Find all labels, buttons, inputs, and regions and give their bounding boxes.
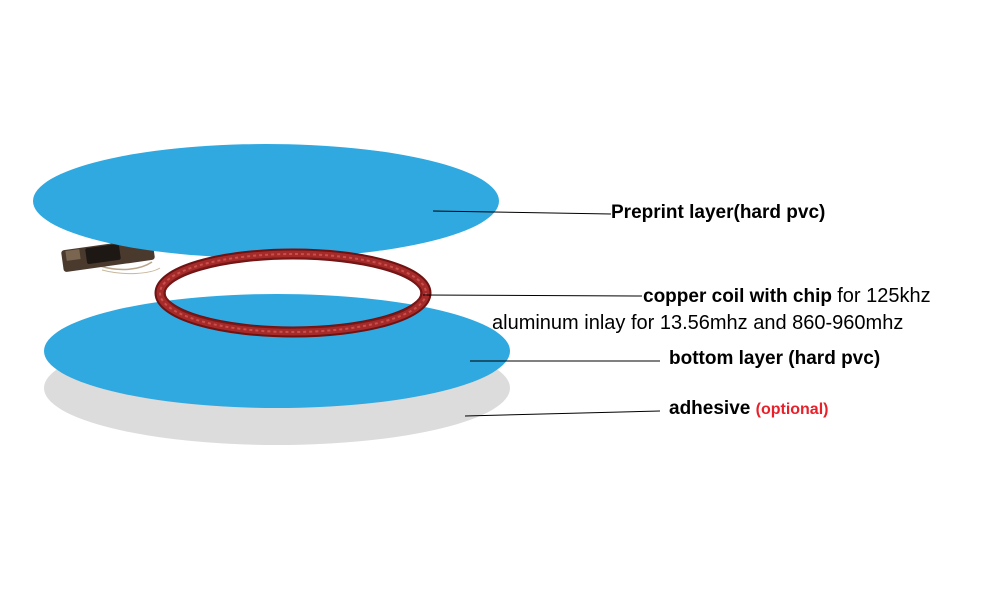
preprint-leader-line	[432, 210, 612, 215]
copper-coil-label: copper coil with chip for 125khz	[643, 286, 931, 306]
coil-leader-line	[422, 294, 643, 297]
adhesive-text: adhesive	[669, 398, 751, 419]
bottom-layer	[44, 294, 510, 408]
adhesive-label: adhesive (optional)	[669, 399, 828, 418]
copper-coil-frequency-text: for 125khz	[837, 285, 931, 307]
adhesive-leader-line	[464, 410, 661, 417]
copper-coil-main-text: copper coil with chip	[643, 286, 832, 307]
preprint-layer	[33, 144, 499, 258]
bottom-layer-label: bottom layer (hard pvc)	[669, 348, 881, 369]
preprint-layer-label: Preprint layer(hard pvc)	[611, 202, 826, 223]
optional-text: (optional)	[755, 401, 829, 418]
copper-coil	[154, 248, 432, 338]
aluminum-inlay-label: aluminum inlay for 13.56mhz and 860-960m…	[492, 312, 904, 334]
